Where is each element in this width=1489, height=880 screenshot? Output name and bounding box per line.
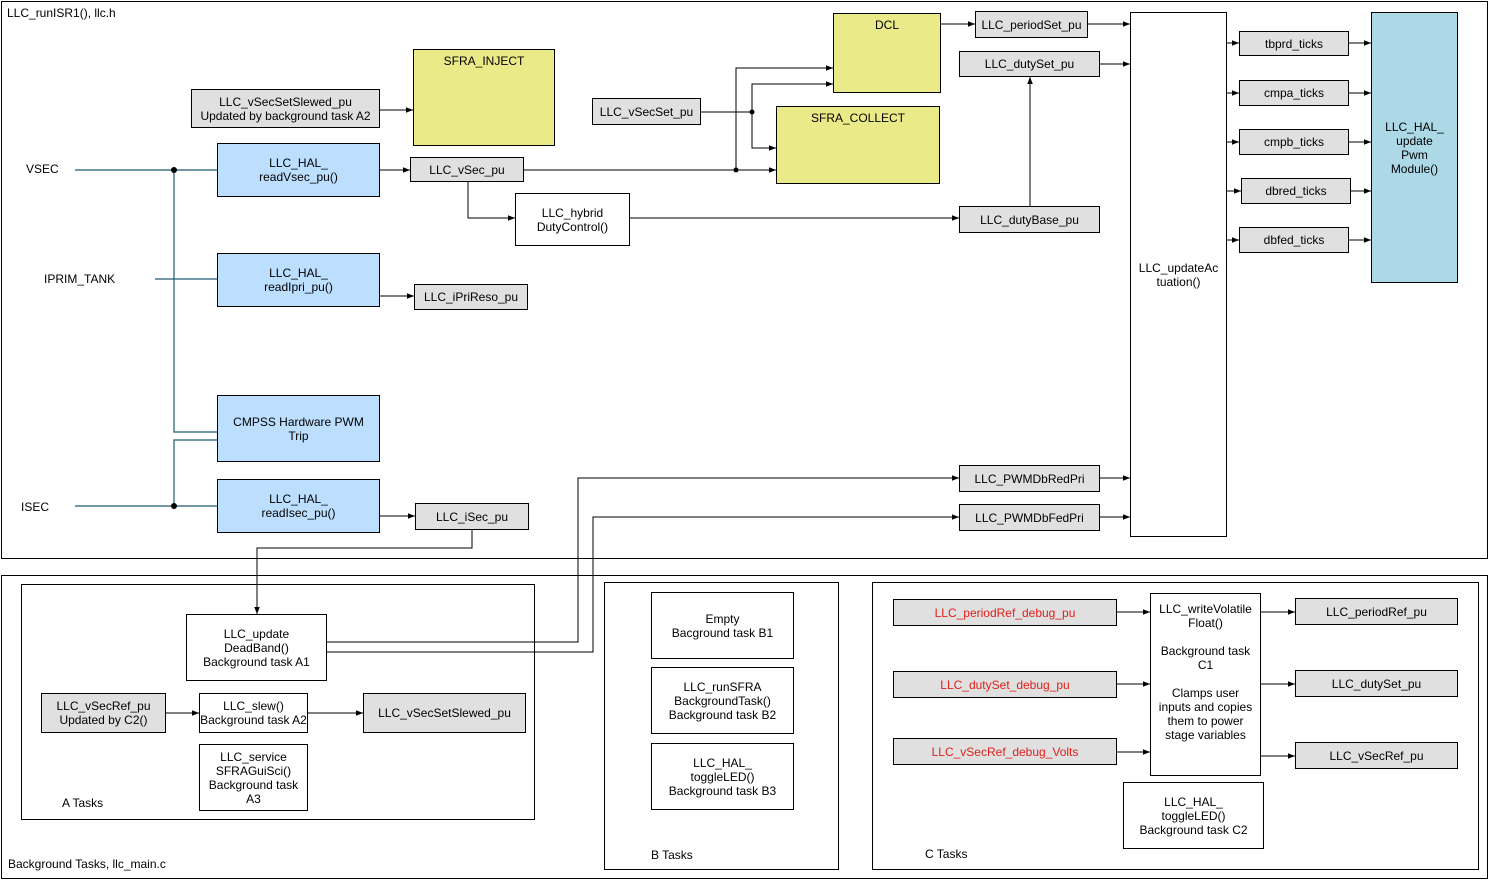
duty-set-c-var: LLC_dutySet_pu [1295,670,1458,697]
vsec-junction [171,167,177,173]
vsec-pu-var: LLC_vSec_pu [410,157,524,182]
service-sfra-block: LLC_service SFRAGuiSci() Background task… [199,744,308,811]
isr-title: LLC_runISR1(), llc.h [7,6,116,20]
duty-set-var: LLC_dutySet_pu [959,51,1100,77]
c-tasks-frame [872,582,1479,870]
pwm-db-fed-var: LLC_PWMDbFedPri [959,504,1100,531]
isec-trip-line [173,439,217,506]
dbred-ticks-var: dbred_ticks [1241,178,1351,204]
duty-set-debug-var: LLC_dutySet_debug_pu [893,671,1117,698]
vsec-input-label: VSEC [26,162,59,176]
toggle-led-c2-block: LLC_HAL_ toggleLED() Background task C2 [1123,782,1264,849]
cmpb-ticks-var: cmpb_ticks [1239,129,1349,155]
b-tasks-label: B Tasks [651,848,693,862]
vsec-set-slewed-var: LLC_vSecSetSlewed_pu Updated by backgrou… [191,89,380,128]
vsec-trip-line [173,170,217,433]
iprim-input-label: IPRIM_TANK [44,272,116,286]
vsec-to-dcl-arrow [735,65,833,170]
b-tasks-frame [604,582,839,870]
sfra-collect-block: SFRA_COLLECT [776,106,940,184]
update-deadband-block: LLC_update DeadBand() Background task A1 [186,614,327,681]
isec-input-label: ISEC [21,500,50,514]
hal-update-pwm-block: LLC_HAL_ update Pwm Module() [1371,12,1458,283]
read-ipri-block: LLC_HAL_ readIpri_pu() [217,253,380,307]
c-tasks-label: C Tasks [925,847,968,861]
pwm-db-red-var: LLC_PWMDbRedPri [959,465,1100,492]
sfra-inject-block: SFRA_INJECT [413,49,555,146]
vsec-set-slewed-a-var: LLC_vSecSetSlewed_pu [363,693,526,733]
isec-to-deadband-arrow [254,530,473,614]
vsecset-junction [749,109,755,115]
read-vsec-block: LLC_HAL_ readVsec_pu() [217,143,380,197]
background-title: Background Tasks, llc_main.c [8,857,166,871]
vsec-ref-debug-var: LLC_vSecRef_debug_Volts [893,738,1117,765]
dbfed-ticks-var: dbfed_ticks [1239,227,1349,253]
vsecset-to-dcl-arrow [751,81,833,112]
tbprd-ticks-var: tbprd_ticks [1239,31,1349,56]
period-set-var: LLC_periodSet_pu [975,11,1088,38]
slew-block: LLC_slew() Background task A2 [199,693,308,733]
b2-block: LLC_runSFRA BackgroundTask() Background … [651,667,794,734]
deadband-to-dbfed-arrow [327,514,959,653]
read-isec-block: LLC_HAL_ readIsec_pu() [217,479,380,533]
hybrid-duty-control-block: LLC_hybrid DutyControl() [515,193,630,246]
vsec-junction-dot [733,167,739,173]
b3-block: LLC_HAL_ toggleLED() Background task B3 [651,743,794,810]
dcl-block: DCL [833,13,941,93]
isr-frame [1,1,1488,559]
a-tasks-frame [21,584,535,820]
period-ref-debug-var: LLC_periodRef_debug_pu [893,599,1117,626]
vsec-ref-c-var: LLC_vSecRef_pu [1295,742,1458,769]
vsec-to-hybrid-arrow [467,182,515,221]
cmpss-trip-block: CMPSS Hardware PWM Trip [217,395,380,462]
deadband-to-dbred-arrow [327,475,959,643]
background-frame [1,575,1488,879]
vsec-set-var: LLC_vSecSet_pu [592,98,701,125]
b1-block: Empty Bacground task B1 [651,592,794,659]
vsecset-to-collect-arrow [701,111,776,151]
cmpa-ticks-var: cmpa_ticks [1239,80,1349,106]
duty-base-var: LLC_dutyBase_pu [959,206,1100,233]
period-ref-var: LLC_periodRef_pu [1295,598,1458,625]
isec-junction [171,503,177,509]
update-actuation-block: LLC_updateAc tuation() [1130,12,1227,537]
ipri-reso-var: LLC_iPriReso_pu [414,284,528,310]
a-tasks-label: A Tasks [62,796,104,810]
write-volatile-block: LLC_writeVolatile Float() Background tas… [1150,593,1261,776]
isec-pu-var: LLC_iSec_pu [415,503,529,530]
vsec-ref-a-var: LLC_vSecRef_pu Updated by C2() [41,693,166,733]
